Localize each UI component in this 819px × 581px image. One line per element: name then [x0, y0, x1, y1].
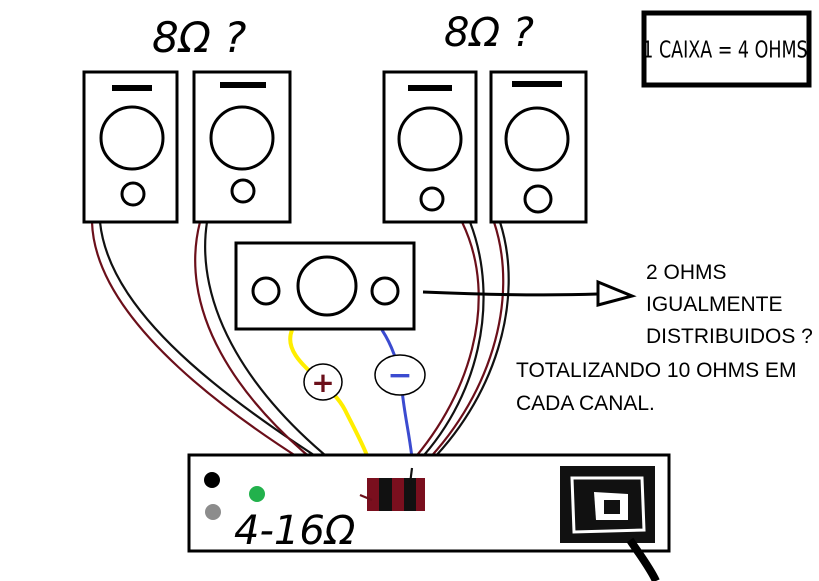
negative-marker: −	[374, 354, 426, 396]
note-line-3: DISTRIBUIDOS ?	[646, 325, 813, 348]
power-socket	[560, 466, 660, 581]
wire-speaker3-black	[411, 221, 485, 469]
led-green	[249, 486, 265, 502]
total-note-line-1: TOTALIZANDO 10 OHMS EM	[516, 359, 796, 382]
led-gray	[205, 504, 221, 520]
speaker-terminals	[367, 478, 425, 511]
power-led-black	[204, 472, 220, 488]
wire-speaker4-red	[417, 221, 505, 471]
positive-symbol: +	[311, 366, 334, 399]
legend-box: 1 CAIXA = 4 OHMS	[641, 10, 812, 88]
amplifier-impedance-label: 4-16Ω	[234, 508, 356, 554]
terminal-wire-ends	[359, 467, 414, 502]
note-line-1: 2 OHMS	[646, 261, 727, 284]
speaker-3	[382, 70, 478, 224]
speaker-2	[192, 70, 292, 224]
amplifier: 4-16Ω	[187, 453, 671, 581]
total-note-line-2: CADA CANAL.	[516, 392, 655, 415]
left-pair-impedance-label: 8Ω ?	[152, 13, 246, 62]
note-line-2: IGUALMENTE	[646, 293, 783, 316]
right-pair-impedance-label: 8Ω ?	[444, 10, 534, 56]
speaker-4	[489, 70, 588, 224]
arrow-to-note	[422, 279, 637, 307]
center-speaker	[234, 241, 416, 331]
positive-marker: +	[303, 363, 343, 401]
speaker-1	[82, 70, 179, 224]
legend-text: 1 CAIXA = 4 OHMS	[642, 36, 807, 63]
wire-speaker4-black	[423, 221, 510, 469]
wire-speaker3-red	[403, 221, 480, 471]
negative-symbol: −	[387, 358, 412, 393]
